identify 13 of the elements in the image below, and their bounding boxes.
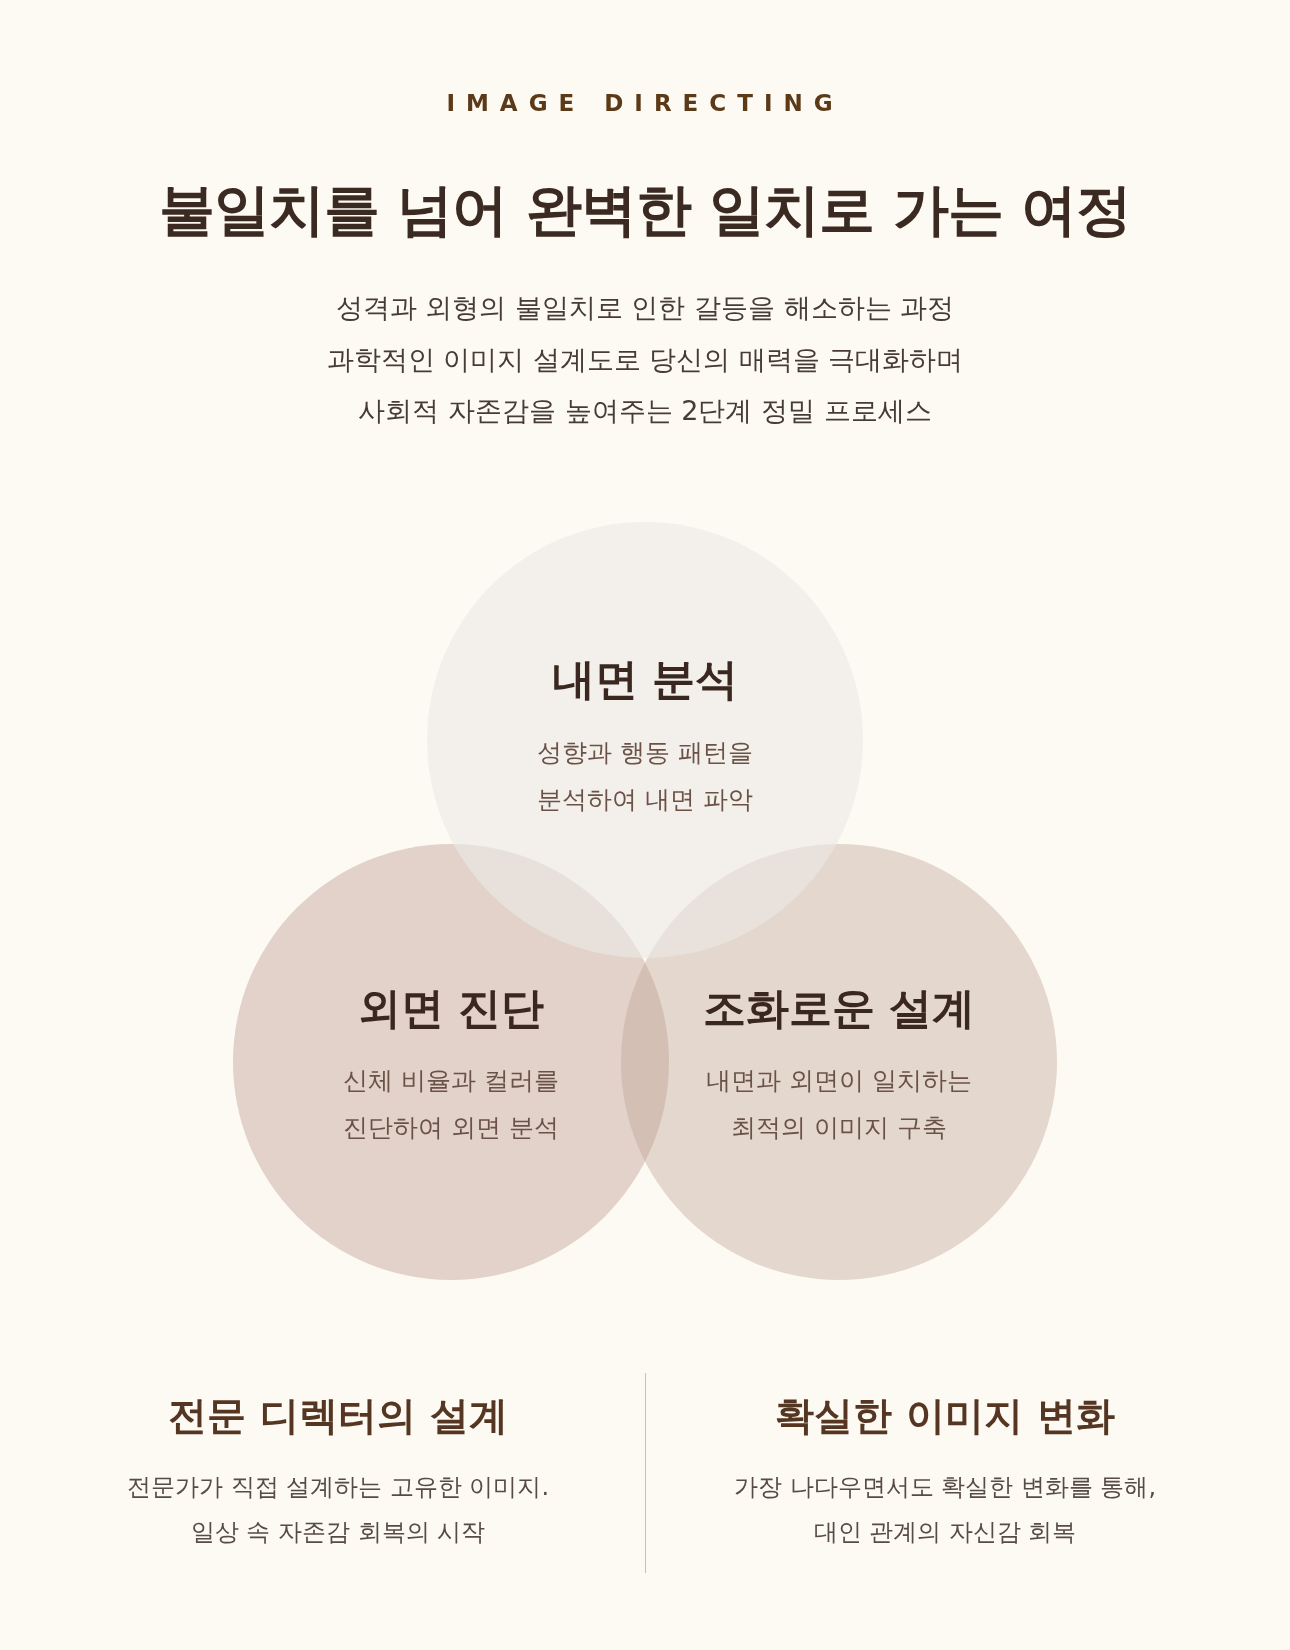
eyebrow-text: IMAGE DIRECTING [445, 89, 845, 117]
circle-description: 내면과 외면이 일치하는 최적의 이미지 구축 [705, 1065, 973, 1144]
circle-title: 내면 분석 [550, 653, 740, 705]
circle-title: 외면 진단 [356, 982, 546, 1034]
page-title: 불일치를 넘어 완벽한 일치로 가는 여정 [157, 176, 1133, 243]
circle-title: 조화로운 설계 [701, 982, 977, 1034]
circle-description: 신체 비율과 컬러를 진단하여 외면 분석 [342, 1065, 560, 1144]
column-description: 전문가가 직접 설계하는 고유한 이미지. 일상 속 자존감 회복의 시작 [125, 1472, 551, 1548]
column-heading: 확실한 이미지 변화 [774, 1392, 1116, 1439]
circle-description: 성향과 행동 패턴을 분석하여 내면 파악 [536, 737, 754, 816]
column-description: 가장 나다우면서도 확실한 변화를 통해, 대인 관계의 자신감 회복 [732, 1472, 1158, 1548]
subtitle-text: 성격과 외형의 불일치로 인한 갈등을 해소하는 과정 과학적인 이미지 설계도로 당신의 매력을 극대화하며 사회적 자존감을 높여주는 2단계 정밀 프로세스 [325, 291, 965, 428]
column-heading: 전문 디렉터의 설계 [167, 1392, 509, 1439]
